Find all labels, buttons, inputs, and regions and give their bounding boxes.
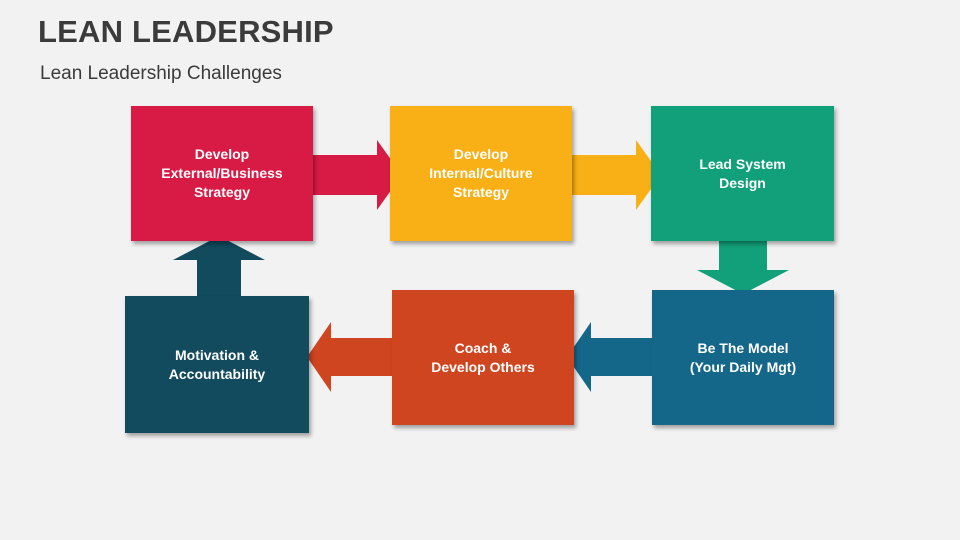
page-subtitle: Lean Leadership Challenges	[40, 63, 282, 84]
arrow-internal-to-lead-system	[571, 140, 661, 210]
arrow-model-to-coach	[567, 322, 657, 392]
page-title: LEAN LEADERSHIP	[38, 14, 334, 49]
arrow-external-to-internal	[312, 140, 402, 210]
node-internal-strategy: Develop Internal/Culture Strategy	[390, 106, 572, 241]
arrow-motivation-to-external	[173, 236, 265, 300]
node-coach-develop: Coach & Develop Others	[392, 290, 574, 425]
node-be-the-model: Be The Model (Your Daily Mgt)	[652, 290, 834, 425]
node-lead-system: Lead System Design	[651, 106, 834, 241]
arrow-coach-to-motivation	[307, 322, 397, 392]
arrow-lead-system-to-model	[697, 240, 789, 294]
node-external-strategy: Develop External/Business Strategy	[131, 106, 313, 241]
node-motivation: Motivation & Accountability	[125, 296, 309, 433]
